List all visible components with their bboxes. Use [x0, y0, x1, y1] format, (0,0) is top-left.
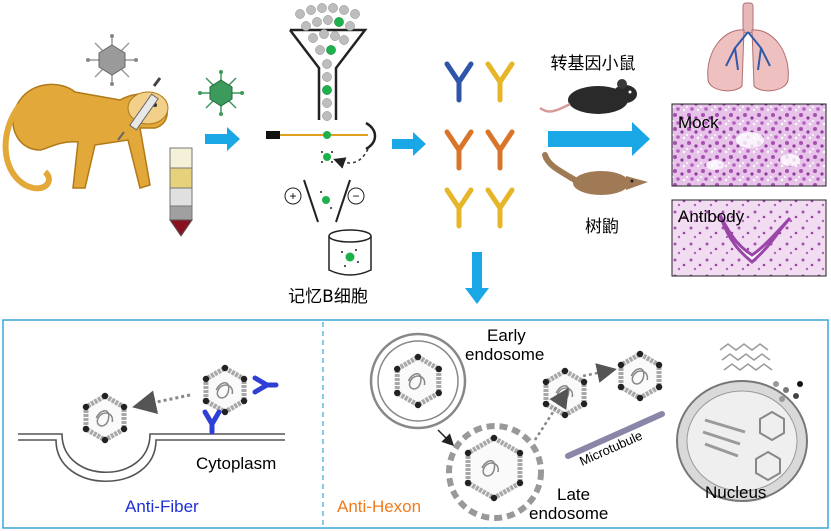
- virion-icon: [617, 350, 663, 402]
- virion-icon: [82, 392, 128, 444]
- microtubule: [565, 411, 665, 459]
- svg-text:−: −: [352, 189, 359, 203]
- droplet: [312, 17, 322, 27]
- droplet: [326, 45, 336, 55]
- anti-fiber-label: Anti-Fiber: [125, 497, 199, 516]
- cell-membrane: [18, 433, 285, 482]
- droplet: [330, 31, 340, 41]
- droplet: [322, 59, 332, 69]
- antibody-icon: [485, 187, 515, 229]
- antibody-icon: [444, 61, 474, 103]
- arrow: [437, 429, 455, 447]
- droplet: [322, 111, 332, 121]
- tissue-section-mock: [671, 103, 827, 187]
- droplet: [345, 21, 355, 31]
- arrow-right-icon: [548, 122, 650, 156]
- memory-b-cells-label: 记忆B细胞: [288, 287, 368, 307]
- antibody-label: Antibody: [678, 207, 745, 226]
- svg-text:+: +: [289, 189, 296, 203]
- late-endosome-label: Late: [557, 485, 590, 504]
- dotted-arrow: [132, 390, 191, 415]
- droplet: [339, 5, 349, 15]
- mouse-icon: [539, 79, 637, 114]
- arrow-down-icon: [465, 252, 489, 304]
- antibody-icon: [485, 129, 515, 171]
- virus-gray-icon: [86, 34, 138, 86]
- late-endosome-label: endosome: [529, 504, 608, 523]
- droplet: [295, 9, 305, 19]
- mock-label: Mock: [678, 113, 719, 132]
- dna-strands-icon: [719, 343, 773, 371]
- monkey-icon: [2, 83, 169, 192]
- droplet: [334, 17, 344, 27]
- droplet: [350, 9, 360, 19]
- droplet: [328, 3, 338, 13]
- antibody-icon: [444, 187, 474, 229]
- early-endosome-label: endosome: [465, 345, 544, 364]
- tree-shrew-icon: [542, 152, 648, 195]
- lungs-icon: [707, 2, 789, 92]
- droplet: [319, 29, 329, 39]
- droplet: [301, 21, 311, 31]
- tree-shrew-label: 树鼩: [585, 217, 619, 237]
- early-endosome-label: Early: [487, 326, 526, 345]
- blood-tube-icon: [169, 147, 193, 237]
- droplet: [322, 98, 332, 108]
- transgenic-mice-label: 转基因小鼠: [551, 54, 636, 74]
- arrow-right-icon: [392, 132, 426, 156]
- anti-hexon-label: Anti-Hexon: [337, 497, 421, 516]
- dotted-arrow: [582, 363, 617, 383]
- mechanism-panel: [2, 319, 829, 529]
- virion-icon: [394, 353, 442, 409]
- antibody-icon: [444, 129, 474, 171]
- arrow-right-icon: [205, 127, 240, 151]
- antibody-icon: [485, 61, 515, 103]
- tissue-section-antibody: [671, 199, 827, 277]
- virion-icon: [464, 434, 524, 502]
- droplet: [306, 5, 316, 15]
- droplet: [323, 15, 333, 25]
- syringe-icon: [117, 77, 162, 141]
- droplet: [315, 45, 325, 55]
- droplet: [339, 35, 349, 45]
- nucleus: [676, 380, 808, 502]
- virus-green-icon: [198, 70, 244, 116]
- virion-icon: [202, 364, 248, 416]
- droplet: [317, 3, 327, 13]
- nucleus-label: Nucleus: [705, 483, 766, 502]
- droplet: [322, 85, 332, 95]
- antibody-group: [444, 61, 515, 229]
- antibody-blue-icon: [202, 375, 279, 435]
- microfluidic-sorter-icon: + −: [266, 3, 377, 276]
- capsid-fragments-icon: [773, 381, 803, 402]
- droplet: [322, 72, 332, 82]
- cytoplasm-label: Cytoplasm: [196, 454, 276, 473]
- droplet: [308, 33, 318, 43]
